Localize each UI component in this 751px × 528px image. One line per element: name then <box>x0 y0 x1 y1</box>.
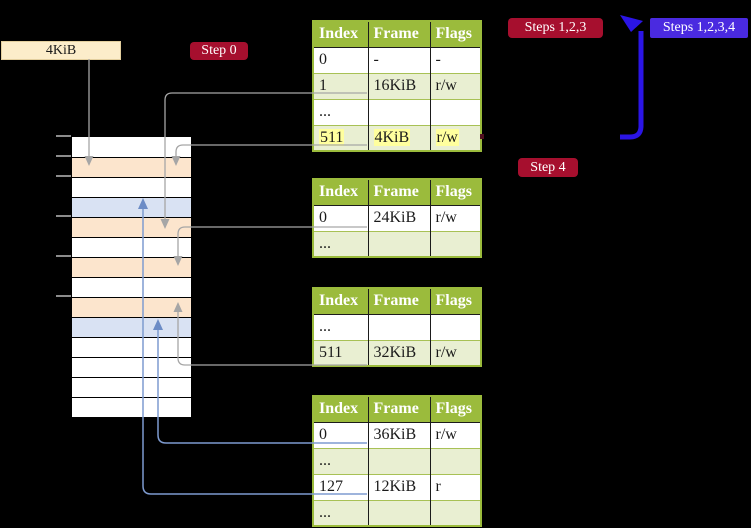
cell-index: 0 <box>313 204 368 231</box>
tick-mark <box>56 135 71 137</box>
cell-flags: r/w <box>429 204 481 231</box>
memory-row-peach <box>72 217 191 237</box>
cell-index: 0 <box>313 46 368 73</box>
tick-mark <box>56 155 71 157</box>
memory-row-blue <box>72 197 191 217</box>
table-row: ... <box>313 447 481 474</box>
column-header: Flags <box>429 21 481 48</box>
cell-flags: r/w <box>429 72 481 99</box>
cell-index: 511 <box>313 339 368 366</box>
memory-row-blue <box>72 317 191 337</box>
cell-frame: 12KiB <box>367 473 430 500</box>
cell-flags: r/w <box>429 124 481 151</box>
cell-flags <box>429 98 481 125</box>
table-row: 0-- <box>313 46 481 73</box>
memory-row-white <box>72 277 191 297</box>
memory-row-peach <box>72 257 191 277</box>
cell-flags: r/w <box>429 421 481 448</box>
tick-mark <box>56 175 71 177</box>
tick-mark <box>56 255 71 257</box>
cell-flags <box>429 447 481 474</box>
cell-frame <box>367 230 430 257</box>
tick-mark <box>56 295 71 297</box>
cell-index: 127 <box>313 473 368 500</box>
column-header: Index <box>313 396 368 423</box>
column-header: Index <box>313 288 368 315</box>
cell-frame <box>367 447 430 474</box>
cell-index: 511 <box>313 124 368 151</box>
table-row: ... <box>313 98 481 125</box>
column-header: Frame <box>367 21 430 48</box>
memory-row-white <box>72 357 191 377</box>
cell-index: ... <box>313 447 368 474</box>
cell-frame: 36KiB <box>367 421 430 448</box>
cell-frame: 24KiB <box>367 204 430 231</box>
memory-row-white <box>72 337 191 357</box>
memory-row-white <box>72 237 191 257</box>
cell-index: 1 <box>313 72 368 99</box>
cell-flags: r <box>429 473 481 500</box>
cell-flags: r/w <box>429 339 481 366</box>
table-row: ... <box>313 499 481 526</box>
cell-flags <box>429 499 481 526</box>
memory-row-peach <box>72 157 191 177</box>
cell-frame: 4KiB <box>367 124 430 151</box>
cell-frame <box>367 499 430 526</box>
cell-index: ... <box>313 499 368 526</box>
column-header: Frame <box>367 288 430 315</box>
cell-flags <box>429 230 481 257</box>
step0-badge: Step 0 <box>190 42 248 60</box>
column-header: Frame <box>367 179 430 206</box>
cell-frame <box>367 98 430 125</box>
memory-column <box>71 136 192 418</box>
cell-index: ... <box>313 98 368 125</box>
column-header: Index <box>313 179 368 206</box>
steps123-badge: Steps 1,2,3 <box>508 18 603 38</box>
memory-row-peach <box>72 297 191 317</box>
memory-row-white <box>72 377 191 397</box>
column-header: Flags <box>429 396 481 423</box>
tick-mark <box>56 215 71 217</box>
column-header: Index <box>313 21 368 48</box>
cell-flags <box>429 313 481 340</box>
frame-size-label: 4KiB <box>1 41 121 60</box>
loop-arrow <box>620 15 644 140</box>
memory-row-white <box>72 137 191 157</box>
cell-frame: 16KiB <box>367 72 430 99</box>
cell-index: ... <box>313 313 368 340</box>
step4-badge: Step 4 <box>518 158 578 177</box>
table-row: ... <box>313 313 481 340</box>
cell-frame: - <box>367 46 430 73</box>
table-edge-mark <box>480 134 484 139</box>
cell-flags: - <box>429 46 481 73</box>
memory-row-white <box>72 177 191 197</box>
steps1234-badge: Steps 1,2,3,4 <box>650 18 748 38</box>
column-header: Flags <box>429 179 481 206</box>
cell-index: ... <box>313 230 368 257</box>
memory-row-white <box>72 397 191 417</box>
column-header: Frame <box>367 396 430 423</box>
cell-frame: 32KiB <box>367 339 430 366</box>
cell-index: 0 <box>313 421 368 448</box>
cell-frame <box>367 313 430 340</box>
table-row: ... <box>313 230 481 257</box>
column-header: Flags <box>429 288 481 315</box>
